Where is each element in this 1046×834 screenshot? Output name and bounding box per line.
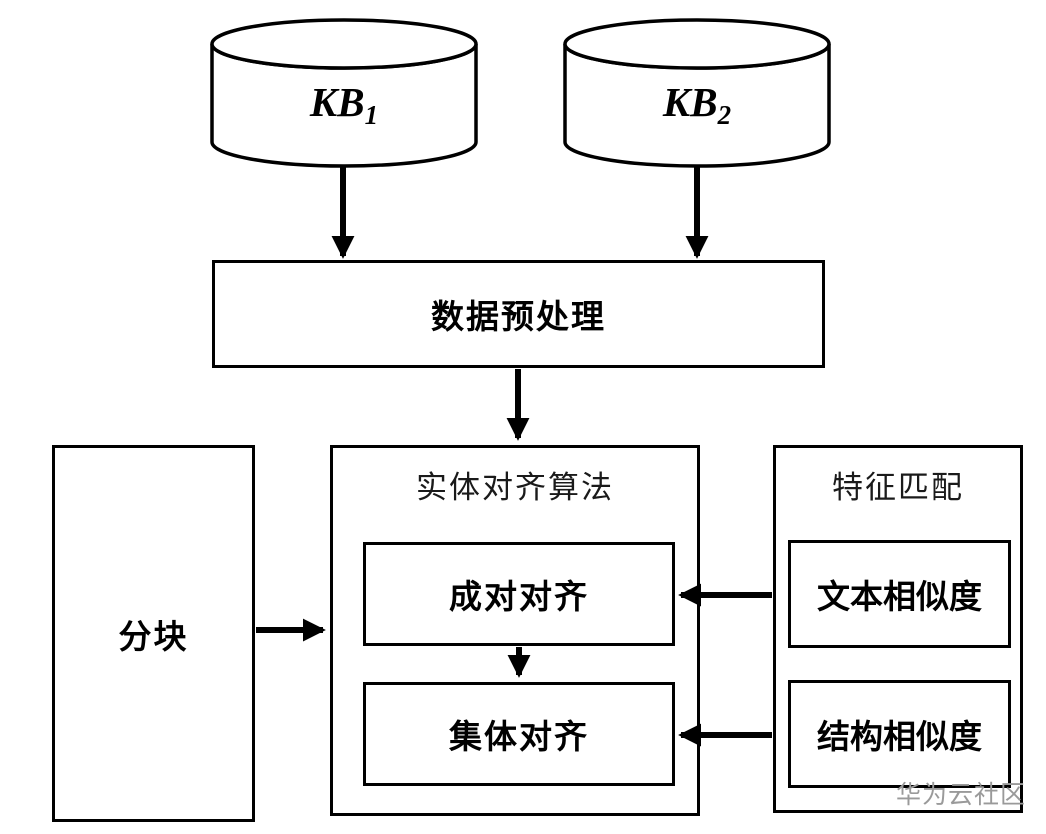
kb2-label: KB: [662, 79, 718, 125]
feature-group-box: 特征匹配: [773, 445, 1023, 813]
structural-similarity-label: 结构相似度: [817, 718, 982, 755]
kb1-cylinder-shape: [210, 18, 478, 168]
feature-group-title: 特征匹配: [832, 470, 964, 505]
kb2-cylinder-shape: [563, 18, 831, 168]
watermark-text: 华为云社区: [896, 781, 1027, 809]
kb2-subscript: 2: [717, 100, 732, 130]
text-similarity-label: 文本相似度: [817, 578, 982, 615]
blocking-box: 分块: [52, 445, 255, 822]
structural-similarity-box: 结构相似度: [788, 680, 1011, 788]
pairwise-alignment-box: 成对对齐: [363, 542, 675, 646]
kb2-node: KB2: [565, 78, 829, 129]
kb1-subscript: 1: [364, 100, 379, 130]
blocking-label: 分块: [118, 617, 189, 655]
collective-alignment-box: 集体对齐: [363, 682, 675, 786]
alignment-group-title: 实体对齐算法: [416, 470, 614, 505]
kb1-node: KB1: [212, 78, 476, 129]
kb1-label: KB: [309, 79, 365, 125]
preprocess-box: 数据预处理: [212, 260, 825, 368]
pairwise-alignment-label: 成对对齐: [449, 578, 589, 615]
text-similarity-box: 文本相似度: [788, 540, 1011, 648]
alignment-group-box: 实体对齐算法: [330, 445, 700, 816]
collective-alignment-label: 集体对齐: [449, 718, 589, 755]
preprocess-label: 数据预处理: [431, 298, 606, 335]
